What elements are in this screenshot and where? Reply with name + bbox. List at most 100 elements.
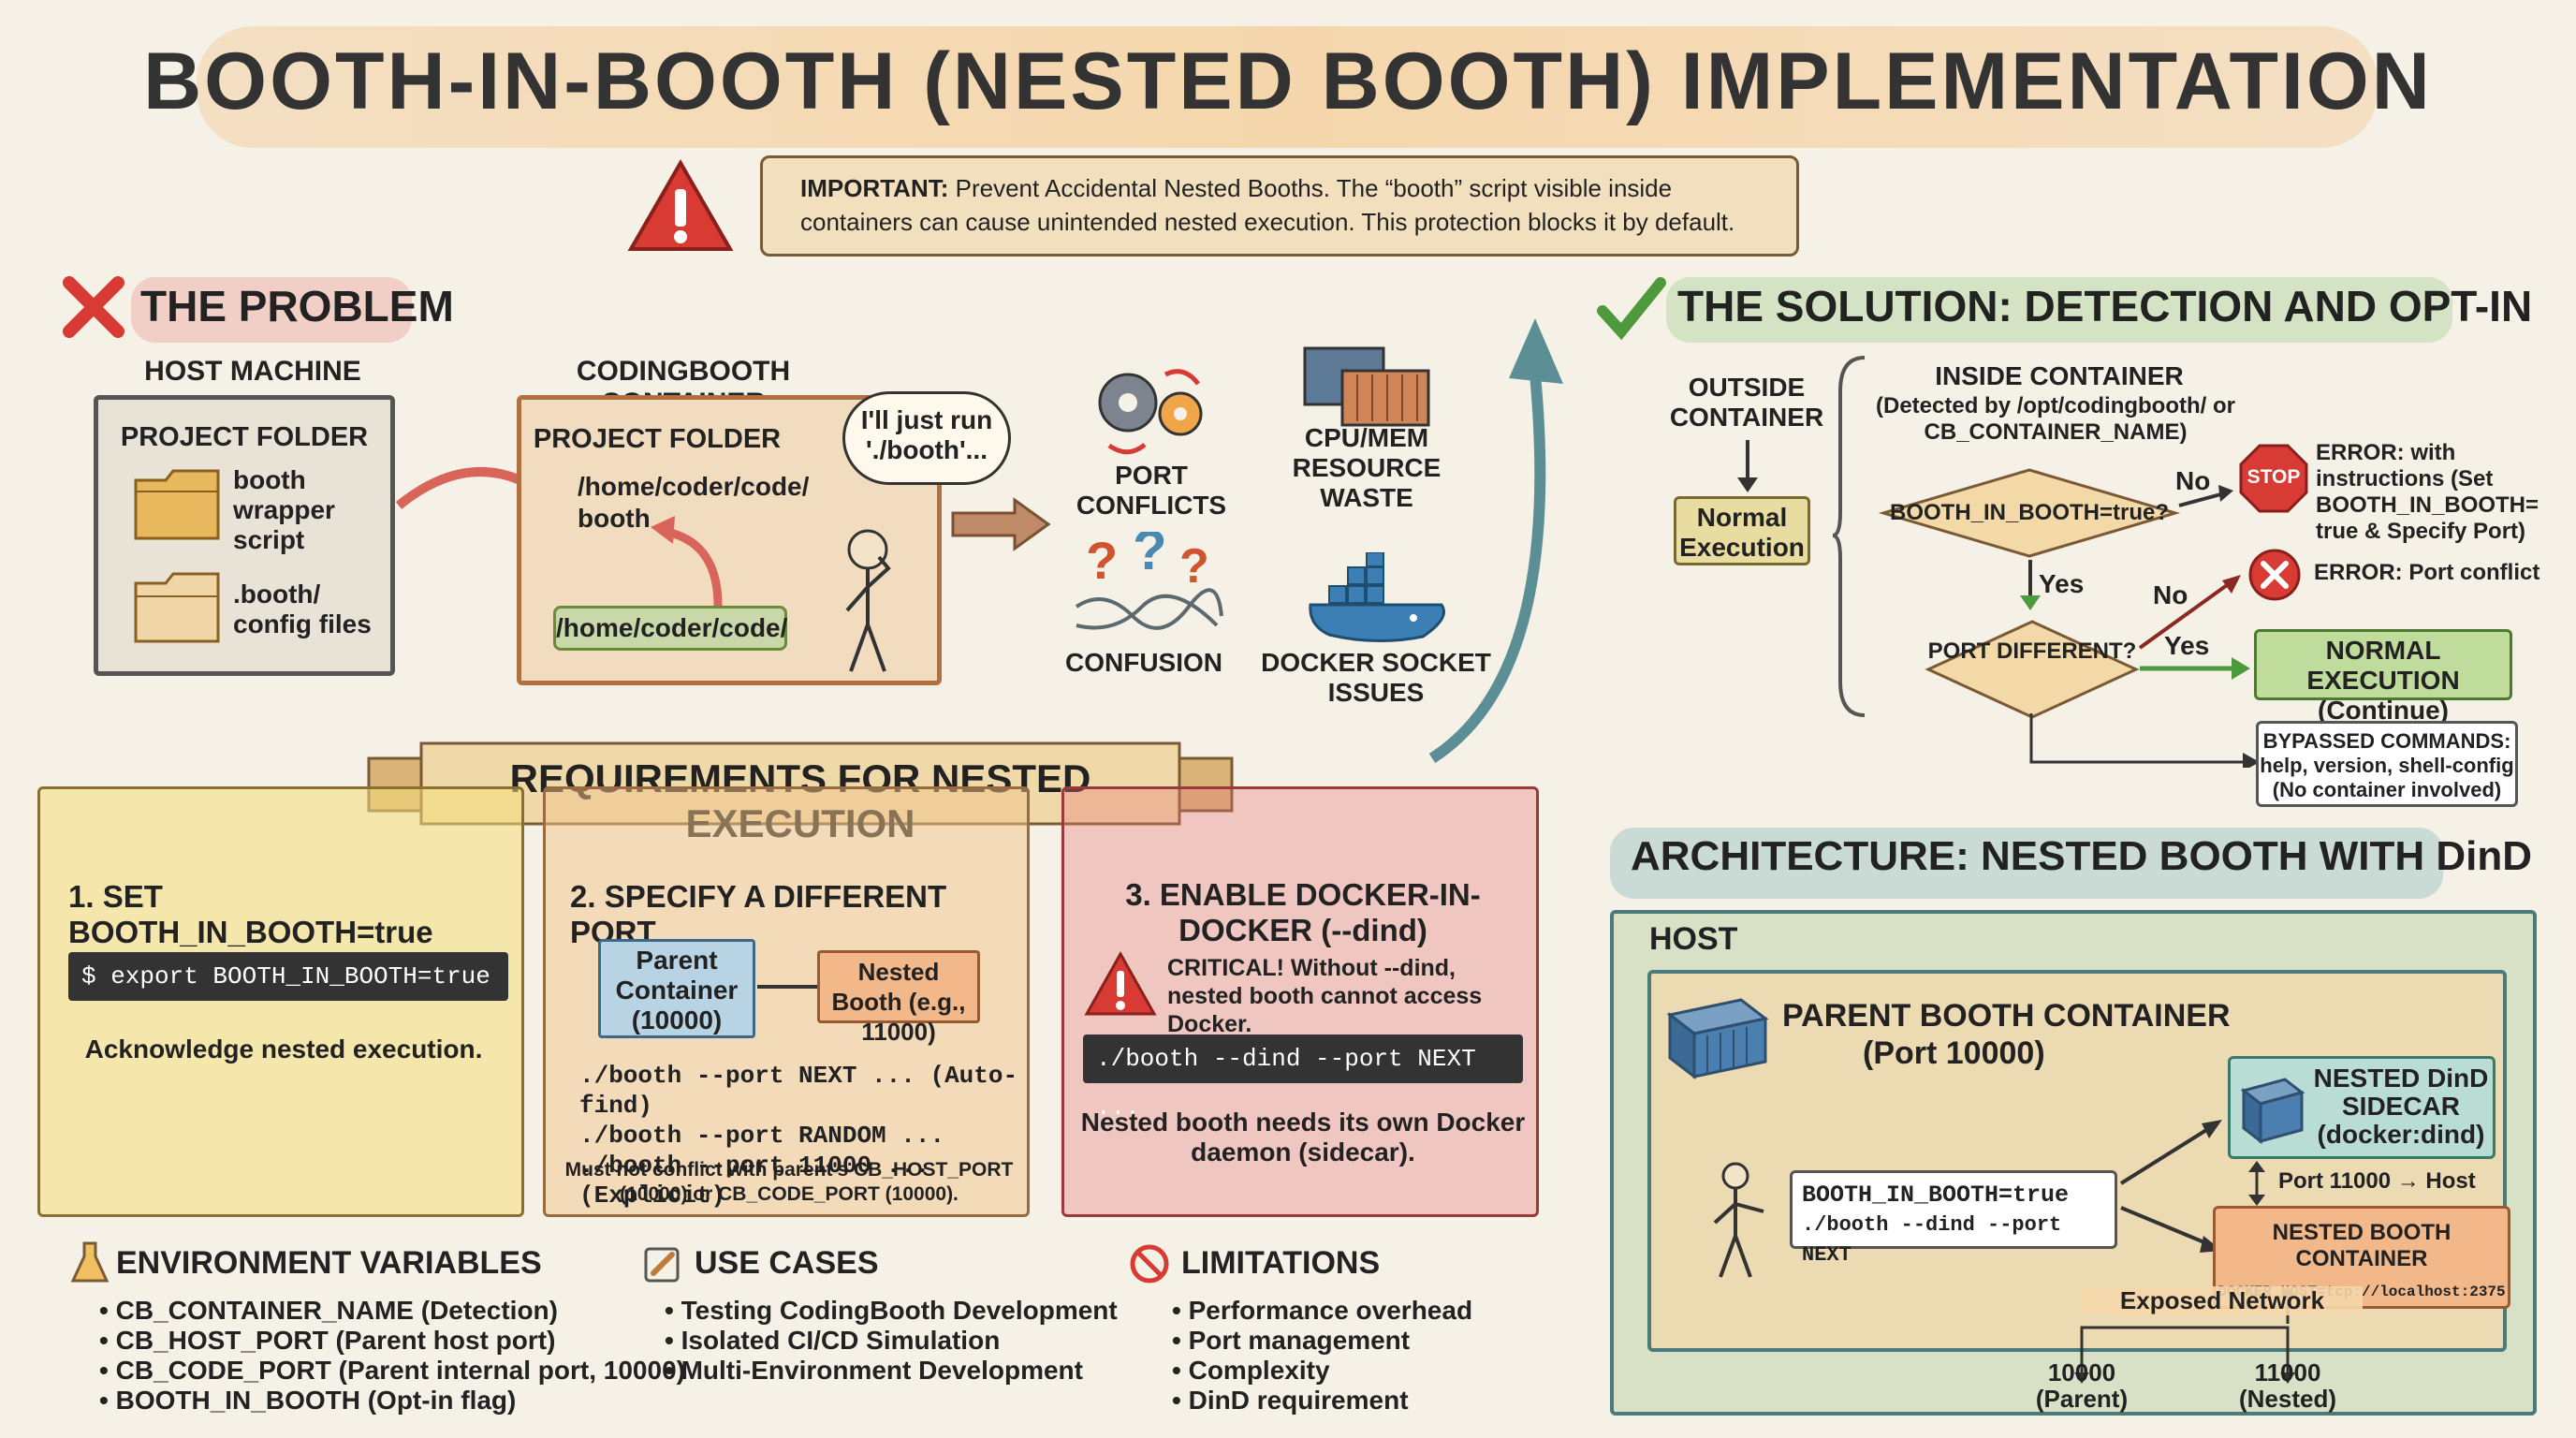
container-icon bbox=[1666, 998, 1769, 1080]
problem-heading: THE PROBLEM bbox=[140, 282, 454, 330]
outside-container-label: OUTSIDE CONTAINER bbox=[1669, 373, 1824, 432]
port-map-label: Port 11000 → Host bbox=[2278, 1168, 2476, 1194]
prohibited-icon bbox=[1130, 1244, 1169, 1284]
normal-continue-box: NORMAL EXECUTION (Continue) bbox=[2254, 629, 2512, 725]
issue-confusion: CONFUSION bbox=[1065, 648, 1222, 677]
down-arrow bbox=[1737, 440, 1758, 492]
stick-figure-icon bbox=[845, 529, 891, 672]
folder-icon bbox=[134, 469, 220, 540]
brace bbox=[1832, 356, 1866, 717]
gears-icon bbox=[1098, 369, 1203, 455]
warning-icon bbox=[1084, 950, 1157, 1016]
bypass-connector bbox=[2029, 713, 2260, 768]
usecases-list: Testing CodingBooth Development Isolated… bbox=[665, 1296, 1118, 1386]
docker-whale-icon bbox=[1309, 552, 1445, 643]
problem-wash bbox=[131, 277, 412, 343]
dind-sidecar-box: NESTED DinD SIDECAR (docker:dind) bbox=[2228, 1056, 2496, 1159]
important-banner: IMPORTANT: Prevent Accidental Nested Boo… bbox=[760, 155, 1799, 257]
right-arrow bbox=[951, 497, 1051, 551]
arch-cmd1: BOOTH_IN_BOOTH=true bbox=[1802, 1181, 2070, 1209]
req2-line-explicit: ./booth --port 11000 ... (Explicit) bbox=[579, 1152, 930, 1210]
issue-port-conflicts: PORT CONFLICTS bbox=[1076, 461, 1227, 520]
flask-icon bbox=[71, 1241, 109, 1283]
arrow-no1 bbox=[2178, 485, 2233, 507]
host-machine-label: HOST MACHINE bbox=[144, 356, 361, 387]
req2-line-random: ./booth --port RANDOM ... bbox=[579, 1122, 945, 1150]
yes1-label: Yes bbox=[2039, 569, 2085, 598]
arch-cmd2: ./booth --dind --port NEXT bbox=[1802, 1213, 2062, 1267]
svg-text:?: ? bbox=[1133, 532, 1167, 581]
host-box: HOST PARENT BOOTH CONTAINER (Port 10000)… bbox=[1610, 910, 2537, 1416]
command-arrows bbox=[2119, 1120, 2222, 1253]
req3-critical: CRITICAL! Without --dind, nested booth c… bbox=[1167, 955, 1483, 1037]
container-path: /home/coder/code/ booth bbox=[578, 472, 810, 533]
host-label: HOST bbox=[1649, 921, 1738, 957]
env-heading: ENVIRONMENT VARIABLES bbox=[116, 1245, 542, 1281]
issue-docker-socket: DOCKER SOCKET ISSUES bbox=[1261, 648, 1491, 707]
no2-label: No bbox=[2153, 580, 2188, 609]
list-item: Testing CodingBooth Development bbox=[665, 1296, 1118, 1326]
architecture-heading: ARCHITECTURE: NESTED BOOTH WITH DinD bbox=[1631, 833, 2533, 879]
list-item: Complexity bbox=[1172, 1356, 1472, 1386]
req2-note: Must not conflict with parent's CB_HOST_… bbox=[564, 1159, 1014, 1205]
req2-panel: 2. SPECIFY A DIFFERENT PORT Parent Conta… bbox=[543, 786, 1030, 1217]
updown-arrow bbox=[2248, 1161, 2265, 1206]
req1-panel: 1. SET BOOTH_IN_BOOTH=true $ export BOOT… bbox=[37, 786, 524, 1217]
list-item: Isolated CI/CD Simulation bbox=[665, 1326, 1118, 1356]
solution-wash bbox=[1666, 277, 2452, 343]
red-x-icon bbox=[63, 276, 124, 338]
folder-icon bbox=[134, 572, 220, 643]
svg-text:?: ? bbox=[1086, 532, 1118, 590]
dind-sidecar-label: NESTED DinD SIDECAR (docker:dind) bbox=[2313, 1064, 2489, 1149]
list-item: Multi-Environment Development bbox=[665, 1356, 1118, 1386]
exposed-network-label: Exposed Network bbox=[2082, 1286, 2363, 1315]
wrench-icon bbox=[644, 1247, 680, 1283]
container-icon bbox=[2240, 1078, 2305, 1145]
port-nested-label: 11000 (Nested) bbox=[2238, 1358, 2336, 1413]
list-item: Port management bbox=[1172, 1326, 1472, 1356]
usecases-heading: USE CASES bbox=[695, 1245, 879, 1281]
parent-container-box: Parent Container (10000) bbox=[598, 939, 755, 1038]
req1-note: Acknowledge nested execution. bbox=[84, 1034, 483, 1064]
parent-booth-title: PARENT BOOTH CONTAINER bbox=[1782, 998, 2231, 1034]
stop-sign-icon bbox=[2239, 444, 2308, 513]
host-folder-title: PROJECT FOLDER bbox=[120, 422, 369, 452]
yes2-label: Yes bbox=[2164, 631, 2210, 660]
error-x-icon bbox=[2248, 549, 2301, 601]
decision-diamond-2 bbox=[1925, 620, 2140, 719]
architecture-wash bbox=[1610, 828, 2443, 899]
env-list: CB_CONTAINER_NAME (Detection) CB_HOST_PO… bbox=[99, 1296, 685, 1416]
decision-diamond-1 bbox=[1878, 468, 2181, 558]
question-marks-icon: ? ? ? bbox=[1075, 532, 1223, 630]
inside-container-sub: (Detected by /opt/codingbooth/ or CB_CON… bbox=[1876, 393, 2235, 445]
stop-text: STOP bbox=[2247, 466, 2301, 488]
list-item: BOOTH_IN_BOOTH (Opt-in flag) bbox=[99, 1386, 685, 1416]
error2-text: ERROR: Port conflict bbox=[2314, 560, 2540, 585]
important-lead: IMPORTANT: bbox=[800, 174, 949, 202]
limitations-list: Performance overhead Port management Com… bbox=[1172, 1296, 1472, 1416]
req3-title: 3. ENABLE DOCKER-IN-DOCKER (--dind) bbox=[1125, 877, 1481, 947]
list-item: CB_HOST_PORT (Parent host port) bbox=[99, 1326, 685, 1356]
req2-title: 2. SPECIFY A DIFFERENT PORT bbox=[570, 879, 947, 949]
mount-path-box: /home/coder/code/ bbox=[553, 606, 787, 651]
warning-icon bbox=[627, 158, 734, 251]
error1-text: ERROR: with instructions (Set BOOTH_IN_B… bbox=[2316, 440, 2539, 544]
containers-icon bbox=[1303, 346, 1430, 427]
decision1-label: BOOTH_IN_BOOTH=true? bbox=[1889, 500, 2170, 525]
arrow-yes2 bbox=[2140, 657, 2250, 680]
port-parent-label: 10000 (Parent) bbox=[2035, 1358, 2129, 1413]
req3-command: ./booth --dind --port NEXT ... bbox=[1083, 1034, 1523, 1122]
down-arrow bbox=[2020, 560, 2041, 610]
page-title: BOOTH-IN-BOOTH (NESTED BOOTH) IMPLEMENTA… bbox=[143, 37, 2433, 126]
container-folder-title: PROJECT FOLDER bbox=[533, 424, 782, 454]
req1-command: $ export BOOTH_IN_BOOTH=true bbox=[68, 952, 508, 1001]
host-item-wrapper: booth wrapper script bbox=[233, 465, 335, 554]
issue-resource-waste: CPU/MEM RESOURCE WASTE bbox=[1292, 423, 1442, 512]
speech-bubble: I'll just run './booth'... bbox=[842, 391, 1011, 485]
solution-heading: THE SOLUTION: DETECTION AND OPT-IN bbox=[1677, 282, 2533, 330]
list-item: DinD requirement bbox=[1172, 1386, 1472, 1416]
command-box: BOOTH_IN_BOOTH=true ./booth --dind --por… bbox=[1790, 1170, 2117, 1267]
list-item: Performance overhead bbox=[1172, 1296, 1472, 1326]
limitations-heading: LIMITATIONS bbox=[1181, 1245, 1381, 1281]
arrow-no2 bbox=[2138, 575, 2241, 650]
